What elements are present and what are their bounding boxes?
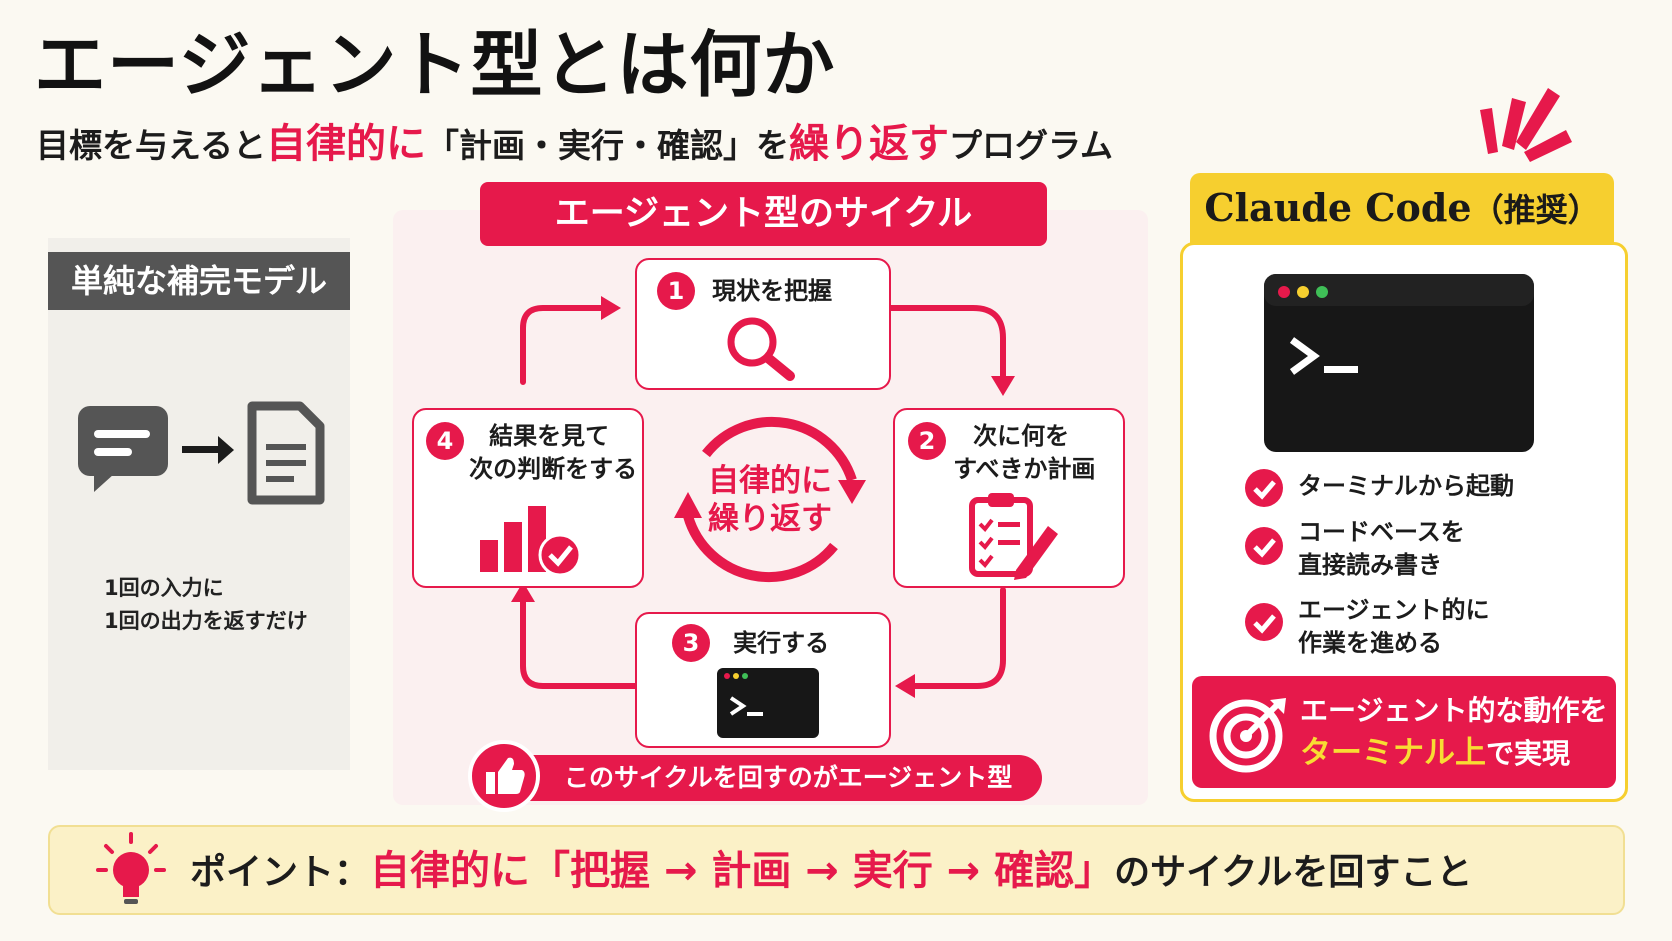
terminal-icon [717, 668, 819, 738]
step-3-label: 実行する [733, 629, 830, 657]
connector-3-4 [520, 597, 639, 689]
point-bar [48, 825, 1625, 915]
step-2-number: 2 [908, 422, 946, 460]
simple-model-description: 1回の入力に 1回の出力を返すだけ [104, 572, 308, 638]
step-4-line2: 次の判断をする [469, 455, 638, 483]
step-1-number: 1 [657, 272, 695, 310]
terminal-prompt-icon [1264, 274, 1534, 375]
document-icon [247, 401, 325, 505]
thumbs-up-badge [468, 740, 540, 812]
check-circle-icon [1245, 527, 1283, 565]
feature-2-line2: 直接読み書き [1298, 551, 1442, 579]
step-4-number: 4 [426, 422, 464, 460]
check-circle-icon [1245, 469, 1283, 507]
feature-1-line1: ターミナルから起動 [1298, 472, 1514, 500]
feature-2-line1: コードベースを [1298, 518, 1465, 546]
claude-callout-text: エージェント的な動作を ターミナル上で実現 [1300, 690, 1607, 775]
thumbs-up-icon [486, 757, 525, 794]
step-1-label: 現状を把握 [712, 277, 833, 305]
simple-model-header: 単純な補完モデル [48, 252, 350, 310]
connector-4-1 [520, 305, 606, 385]
point-label: ポイント： [190, 852, 371, 893]
check-circle-icon [1245, 603, 1283, 641]
page-subtitle: 目標を与えると自律的に「計画・実行・確認」を繰り返すプログラム [36, 118, 1113, 170]
callout-line2-rest: で実現 [1486, 737, 1571, 770]
arrow-right-icon [182, 436, 234, 464]
feature-3-line2: 作業を進める [1298, 629, 1442, 657]
page-title: エージェント型とは何か [34, 23, 836, 107]
subtitle-part3: 「計画・実行・確認」を [426, 126, 790, 165]
center-line1: 自律的に [708, 463, 832, 499]
point-rest: のサイクルを回すこと [1114, 852, 1473, 893]
subtitle-highlight-repeat: 繰り返す [789, 121, 950, 167]
lightbulb-icon [96, 832, 166, 904]
simple-desc-line2: 1回の出力を返すだけ [104, 609, 308, 633]
target-icon [1209, 698, 1286, 773]
chat-bubble-icon [78, 406, 168, 492]
accent-lines-icon [1480, 88, 1572, 162]
subtitle-part1: 目標を与えると [36, 126, 267, 165]
point-text: ポイント：自律的に「把握 → 計画 → 実行 → 確認」のサイクルを回すこと [190, 843, 1472, 901]
cycle-center-label: 自律的に 繰り返す [700, 462, 840, 538]
claude-code-name: Claude Code [1204, 185, 1472, 230]
step-2-line1: 次に何を [973, 422, 1070, 450]
cycle-note: このサイクルを回すのがエージェント型 [472, 755, 1042, 801]
subtitle-highlight-autonomous: 自律的に [266, 121, 427, 167]
connector-2-3 [910, 587, 1006, 689]
cycle-step-3-header: 3 実行する [672, 624, 829, 662]
cycle-title: エージェント型のサイクル [480, 182, 1047, 246]
claude-code-header: Claude Code（推奨） [1190, 173, 1614, 243]
callout-line1: エージェント的な動作を [1300, 694, 1608, 727]
cycle-step-2-header: 2 次に何を すべきか計画 [908, 420, 1095, 486]
simple-model-illustration [78, 401, 325, 505]
step-2-line2: すべきか計画 [953, 455, 1096, 483]
clipboard-pencil-icon [969, 493, 1058, 580]
step-3-number: 3 [672, 624, 710, 662]
connector-1-2 [887, 305, 1006, 381]
point-highlight: 自律的に「把握 → 計画 → 実行 → 確認」 [370, 848, 1115, 894]
claude-code-recommended-tag: （推奨） [1471, 191, 1600, 229]
subtitle-part5: プログラム [949, 126, 1114, 165]
step-4-line1: 結果を見て [489, 422, 610, 450]
center-line2: 繰り返す [708, 501, 832, 537]
feature-3-line1: エージェント的に [1298, 596, 1490, 624]
cycle-loop-icon [674, 416, 866, 583]
bar-chart-check-icon [480, 506, 582, 577]
simple-desc-line1: 1回の入力に [104, 576, 224, 600]
cycle-step-4-header: 4 結果を見て 次の判断をする [426, 420, 637, 486]
cycle-connectors [511, 296, 1015, 698]
callout-terminal-highlight: ターミナル上 [1300, 735, 1486, 771]
cycle-step-1-header: 1 現状を把握 [657, 272, 832, 310]
magnifier-icon [727, 317, 795, 381]
